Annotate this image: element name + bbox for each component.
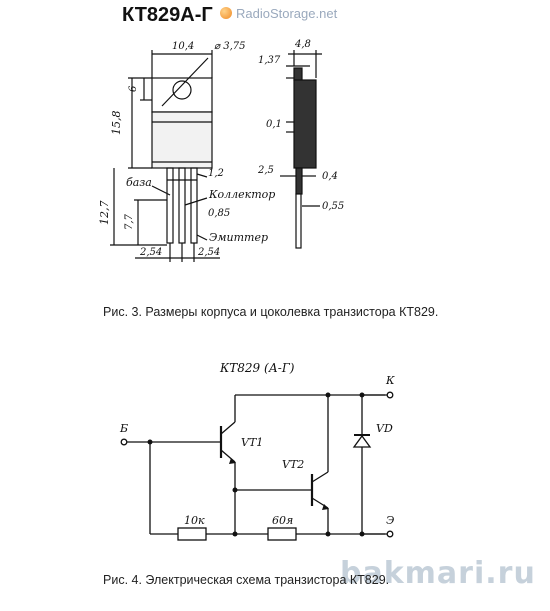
fig4-caption: Рис. 4. Электрическая схема транзистора … (103, 573, 390, 587)
lead-base (166, 167, 174, 244)
dim-depth: 4,8 (294, 39, 311, 50)
terminal-collector (386, 391, 394, 399)
body-outline (151, 111, 213, 169)
side-body (293, 79, 317, 169)
radiostorage-logo-icon (220, 7, 232, 19)
diode-vd (352, 434, 372, 448)
resistor-r2 (267, 527, 297, 541)
dim-height: 15,8 (110, 111, 123, 136)
dim-tab-thick: 0,1 (266, 119, 282, 130)
resistor-r1 (177, 527, 207, 541)
fig3-caption: Рис. 3. Размеры корпуса и цоколевка тран… (103, 305, 439, 319)
dim-tab: 1,37 (258, 55, 281, 66)
terminal-base (120, 438, 128, 446)
label-r1: 10к (184, 514, 205, 527)
mounting-hole (172, 80, 192, 100)
schematic-title: КТ829 (А-Г) (219, 361, 295, 375)
page-title: КТ829А-Г (122, 4, 213, 26)
vt1-emitter-arrow (229, 458, 236, 464)
circuit-schematic: КТ829 (А-Г) (119, 361, 395, 541)
label-vt2: VT2 (282, 458, 304, 471)
label-vt1: VT1 (241, 436, 263, 449)
vt2-emitter-arrow (322, 504, 329, 510)
dim-pin-n: 0,85 (208, 208, 230, 219)
dim-pin-w: 1,2 (208, 168, 224, 179)
dim-body-step: 2,5 (257, 165, 274, 176)
tab-outline (151, 77, 213, 113)
dim-width: 10,4 (172, 41, 194, 52)
dim-hole: ⌀ 3,75 (214, 41, 245, 52)
watermark-top-text: RadioStorage.net (236, 6, 338, 21)
side-tab (293, 67, 303, 81)
label-r2: 60я (272, 514, 293, 527)
package-drawing: 10,4 ⌀ 3,75 4,8 1,37 6 15,8 0,1 1,2 2,5 … (98, 39, 344, 262)
pin-label-emitter: Эмиттер (209, 231, 268, 244)
lead-emitter (190, 167, 198, 244)
pin-label-base: база (126, 176, 152, 189)
dim-lead-w: 0,55 (322, 201, 344, 212)
pin-label-collector: Коллектор (208, 188, 275, 201)
dim-lead-len: 12,7 (98, 201, 111, 226)
label-vd: VD (376, 422, 393, 435)
side-lead (295, 193, 302, 249)
terminal-emitter (386, 530, 394, 538)
label-emitter: Э (386, 514, 394, 527)
dim-pitch-2: 2,54 (197, 247, 220, 258)
dim-lead-short: 7,7 (124, 213, 135, 230)
dim-top: 6 (128, 85, 139, 92)
label-collector: К (385, 374, 395, 387)
watermark-top: RadioStorage.net (220, 6, 337, 21)
lead-collector (178, 167, 186, 244)
watermark-bottom: bakmari.ru (340, 556, 536, 591)
dim-lead-thick: 0,4 (322, 171, 338, 182)
dim-pitch-1: 2,54 (139, 247, 162, 258)
label-base: Б (119, 422, 128, 435)
